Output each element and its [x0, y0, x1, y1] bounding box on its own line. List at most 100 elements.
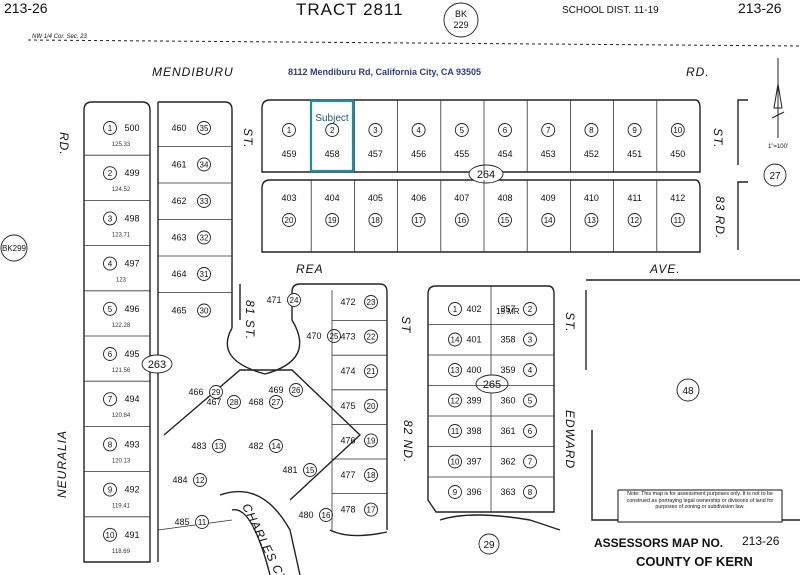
top-lot-number[interactable]: 451: [627, 149, 642, 159]
left-lot-number[interactable]: 500: [124, 123, 139, 133]
left-lot-dimension: 123.71: [112, 232, 131, 238]
b265-right-lot-number[interactable]: 361: [500, 426, 515, 436]
cul-lot-number[interactable]: 471: [266, 295, 281, 305]
left-lot-9-circle-number: 9: [108, 486, 113, 495]
cul-lot-number[interactable]: 469: [268, 385, 283, 395]
second-lot-number[interactable]: 412: [670, 193, 685, 203]
left-lot-dimension: 122.28: [112, 323, 131, 329]
b265-left-lot-number[interactable]: 402: [466, 304, 481, 314]
mid-lot-number[interactable]: 472: [340, 297, 355, 307]
cul-lot-number[interactable]: 468: [248, 397, 263, 407]
b265-left-lot-number[interactable]: 401: [466, 335, 481, 345]
b265-right-lot-number[interactable]: 358: [500, 335, 515, 345]
b265-right-lot-number[interactable]: 363: [500, 487, 515, 497]
top-lot-number[interactable]: 453: [541, 149, 556, 159]
second-col-lot-number[interactable]: 462: [171, 196, 186, 206]
top-lot-2-circle: [325, 123, 340, 137]
left-lot-number[interactable]: 494: [124, 394, 139, 404]
left-lot-number[interactable]: 498: [124, 213, 139, 223]
b265-right-lot-number[interactable]: 357: [500, 304, 515, 314]
mid-lot-number[interactable]: 477: [340, 470, 355, 480]
b265-left-lot-number[interactable]: 398: [466, 426, 481, 436]
second-col-lot-number[interactable]: 460: [171, 123, 186, 133]
second-lot-number[interactable]: 411: [627, 193, 641, 203]
left-lot-number[interactable]: 495: [124, 349, 139, 359]
second-col-lot-number[interactable]: 461: [171, 160, 186, 170]
second-lot-6-circle: [498, 213, 512, 227]
b265-right-lot-circle: [523, 393, 537, 408]
top-lot-number[interactable]: 450: [670, 149, 685, 159]
second-lot-number[interactable]: 409: [541, 193, 556, 203]
map-scale: 1"=100': [768, 144, 788, 150]
second-lot-number[interactable]: 407: [454, 193, 469, 203]
left-lot-number[interactable]: 496: [124, 304, 139, 314]
left-lot-number[interactable]: 497: [124, 259, 139, 269]
second-col-lot-number[interactable]: 465: [171, 306, 186, 316]
b265-left-lot-number[interactable]: 400: [466, 365, 481, 375]
left-lot-number[interactable]: 499: [124, 168, 139, 178]
second-lot-7-circle: [541, 213, 556, 227]
subject-highlight[interactable]: [309, 99, 355, 173]
left-lot-number[interactable]: 492: [124, 485, 139, 495]
left-lot-1-circle: [103, 121, 117, 135]
second-lot-number[interactable]: 404: [325, 193, 340, 203]
block-mid: [226, 283, 388, 530]
mid-lot-number[interactable]: 478: [340, 505, 355, 515]
b265-right-lot-circle-number: 3: [528, 336, 533, 345]
second-col-lot-number[interactable]: 463: [171, 233, 186, 243]
cul-lot-number[interactable]: 470: [306, 331, 321, 341]
cul-lot-number[interactable]: 481: [282, 465, 297, 475]
block-263-ellipse: [141, 354, 173, 374]
mid-lot-5-circle: [364, 433, 378, 448]
cul-lot-number[interactable]: 466: [188, 387, 203, 397]
top-lot-number[interactable]: 455: [454, 149, 469, 159]
top-lot-number[interactable]: 459: [281, 149, 296, 159]
top-lot-number[interactable]: 454: [497, 149, 512, 159]
top-lot-number[interactable]: 458: [325, 149, 340, 159]
mid-lot-number[interactable]: 476: [340, 435, 355, 445]
b265-left-lot-7-circle: [448, 485, 462, 499]
mid-lot-number[interactable]: 473: [340, 332, 355, 342]
b265-left-lot-number[interactable]: 396: [466, 487, 481, 497]
ref-48-circle: [676, 378, 700, 402]
cul-lot-number[interactable]: 480: [298, 510, 313, 520]
book-label: BK: [455, 9, 467, 19]
b265-right-lot-number[interactable]: 362: [500, 457, 515, 467]
cul-lot-number[interactable]: 485: [174, 517, 189, 527]
top-lot-number[interactable]: 457: [368, 149, 383, 159]
b265-right-lot-number[interactable]: 359: [500, 365, 515, 375]
left-lot-number[interactable]: 493: [124, 439, 139, 449]
left-lot-5-circle-number: 5: [108, 305, 113, 314]
second-lot-10-circle-number: 11: [674, 216, 683, 225]
cul-lot-12-circle: [195, 515, 209, 529]
top-lot-number[interactable]: 456: [411, 149, 426, 159]
second-lot-number[interactable]: 410: [584, 193, 599, 203]
second-lot-number[interactable]: 403: [281, 193, 296, 203]
mid-lot-4-circle: [364, 398, 378, 413]
second-col-lot-number[interactable]: 464: [171, 269, 186, 279]
left-lot-number[interactable]: 491: [124, 530, 139, 540]
b265-left-lot-number[interactable]: 397: [466, 457, 481, 467]
mid-lot-number[interactable]: 475: [340, 401, 355, 411]
cul-lot-number[interactable]: 483: [191, 441, 206, 451]
ref-bk299: BK299: [2, 244, 27, 253]
b265-left-lot-number[interactable]: 399: [466, 396, 481, 406]
cul-lot-number[interactable]: 467: [206, 397, 221, 407]
b265-right-lot-number[interactable]: 360: [500, 396, 515, 406]
mid-lot-number[interactable]: 474: [340, 366, 355, 376]
cul-lot-1-circle-number: 29: [212, 388, 221, 397]
block-265-ellipse: [475, 374, 509, 394]
mid-lot-1-circle-number: 23: [367, 298, 376, 307]
cul-lot-number[interactable]: 484: [172, 475, 187, 485]
second-lot-number[interactable]: 408: [497, 193, 512, 203]
left-lot-8-circle-number: 8: [108, 440, 113, 449]
top-lot-number[interactable]: 452: [584, 149, 599, 159]
street-neuralia: NEURALIA: [55, 430, 69, 498]
second-lot-number[interactable]: 406: [411, 193, 426, 203]
cul-lot-number[interactable]: 482: [248, 441, 263, 451]
second-lot-3-circle-number: 18: [371, 216, 380, 225]
second-lot-number[interactable]: 405: [368, 193, 383, 203]
